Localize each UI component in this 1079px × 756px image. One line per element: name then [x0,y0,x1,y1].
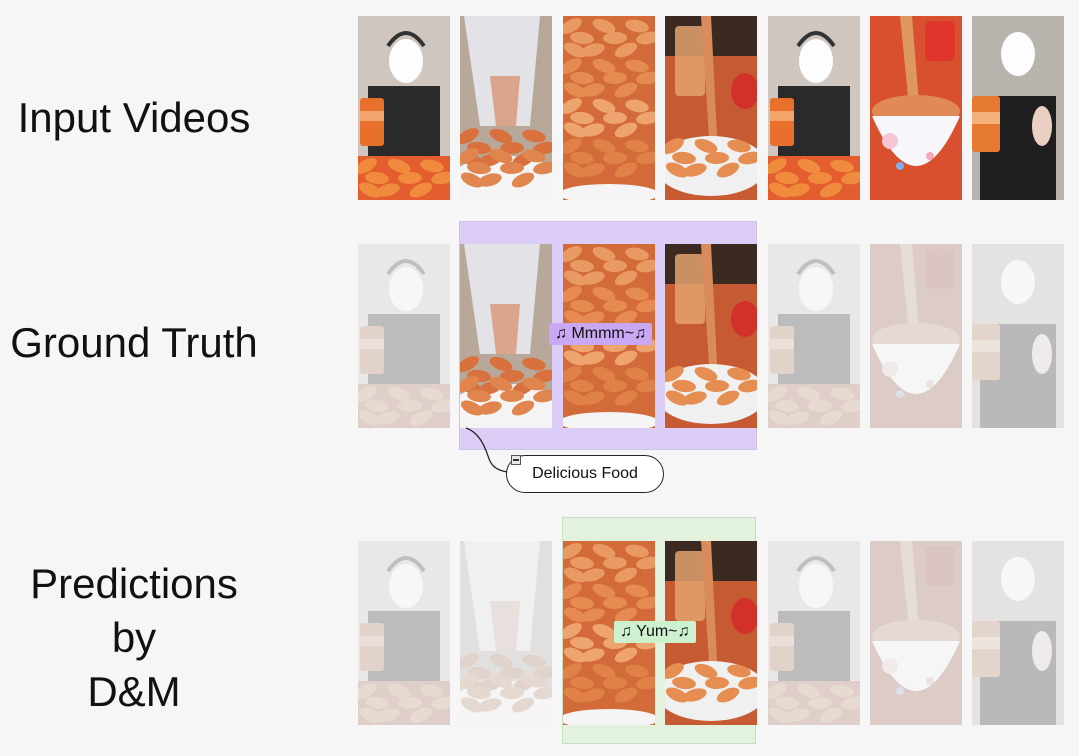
row-label-line: Predictions [30,560,238,607]
row-label-predictions: Predictions by D&M [0,557,268,719]
callout-bubble: Delicious Food [506,455,664,493]
prediction-audio-badge: ♫ Yum~♫ [614,621,696,643]
video-frame [665,244,757,428]
video-frame [972,244,1064,428]
row-label-line: Ground Truth [10,319,258,366]
row-label-input: Input Videos [0,91,268,145]
video-frame [563,16,655,200]
video-frame [870,244,962,428]
row-label-ground-truth: Ground Truth [0,316,268,370]
video-frame [768,541,860,725]
video-frame [460,16,552,200]
video-frame [358,244,450,428]
row-label-line: Input Videos [17,94,251,141]
video-frame [972,16,1064,200]
callout-text: Delicious Food [532,465,638,482]
video-frame [870,541,962,725]
row-label-line: by [111,614,157,661]
ground-truth-audio-badge: ♫ Mmmm~♫ [549,323,653,345]
video-frame [358,16,450,200]
video-frame [665,16,757,200]
video-frame [460,244,552,428]
collapse-icon[interactable] [511,455,521,465]
video-frame [460,541,552,725]
video-frame [768,16,860,200]
video-frame [972,541,1064,725]
row-label-line: D&M [87,668,181,715]
video-frame [768,244,860,428]
video-frame [358,541,450,725]
video-frame [870,16,962,200]
